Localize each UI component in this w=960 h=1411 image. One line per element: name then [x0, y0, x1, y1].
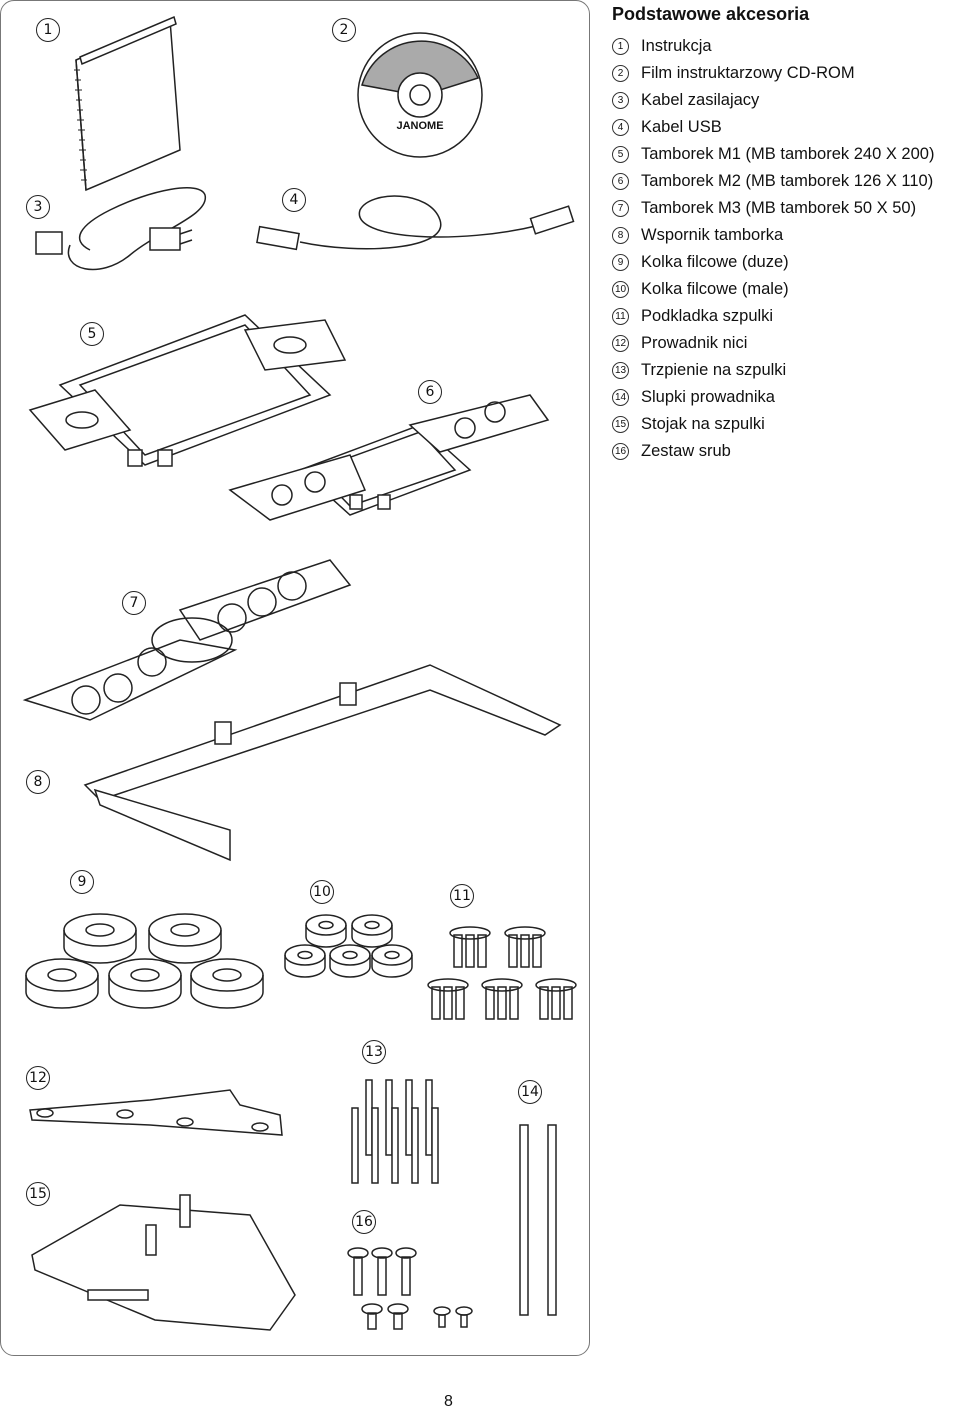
hoop-bracket-drawing — [83, 664, 562, 862]
callout-9: 9 — [70, 870, 94, 894]
small-felts-drawing — [284, 914, 413, 978]
hoop-m1-drawing — [28, 314, 347, 467]
callout-1: 1 — [36, 18, 60, 42]
callout-4: 4 — [282, 188, 306, 212]
callout-6: 6 — [418, 380, 442, 404]
manual-drawing — [74, 15, 181, 192]
large-felts-drawing — [25, 913, 264, 1009]
spool-holders-drawing — [427, 926, 577, 1020]
callout-12: 12 — [26, 1066, 50, 1090]
usb-cable-drawing — [256, 195, 575, 251]
page-number: 8 — [444, 1393, 453, 1410]
illustration-frame — [0, 0, 590, 1356]
callout-11: 11 — [450, 884, 474, 908]
callout-8: 8 — [26, 770, 50, 794]
spool-stand-drawing — [31, 1194, 296, 1331]
callout-2: 2 — [332, 18, 356, 42]
callout-13: 13 — [362, 1040, 386, 1064]
screws-drawing — [347, 1247, 473, 1330]
spool-pins-drawing — [351, 1079, 439, 1184]
guide-posts-drawing — [519, 1124, 557, 1316]
power-cable-drawing — [35, 187, 206, 271]
hoop-m2-drawing — [228, 394, 550, 521]
cd-brand-label: JANOME — [396, 120, 443, 132]
callout-14: 14 — [518, 1080, 542, 1104]
hoop-m3-drawing — [22, 559, 352, 721]
callout-10: 10 — [310, 880, 334, 904]
callout-15: 15 — [26, 1182, 50, 1206]
cd-drawing — [357, 32, 483, 158]
callout-16: 16 — [352, 1210, 376, 1234]
callout-7: 7 — [122, 591, 146, 615]
callout-5: 5 — [80, 322, 104, 346]
thread-guide-drawing — [29, 1089, 283, 1136]
callout-3: 3 — [26, 195, 50, 219]
section-title: Podstawowe akcesoria — [612, 4, 810, 24]
